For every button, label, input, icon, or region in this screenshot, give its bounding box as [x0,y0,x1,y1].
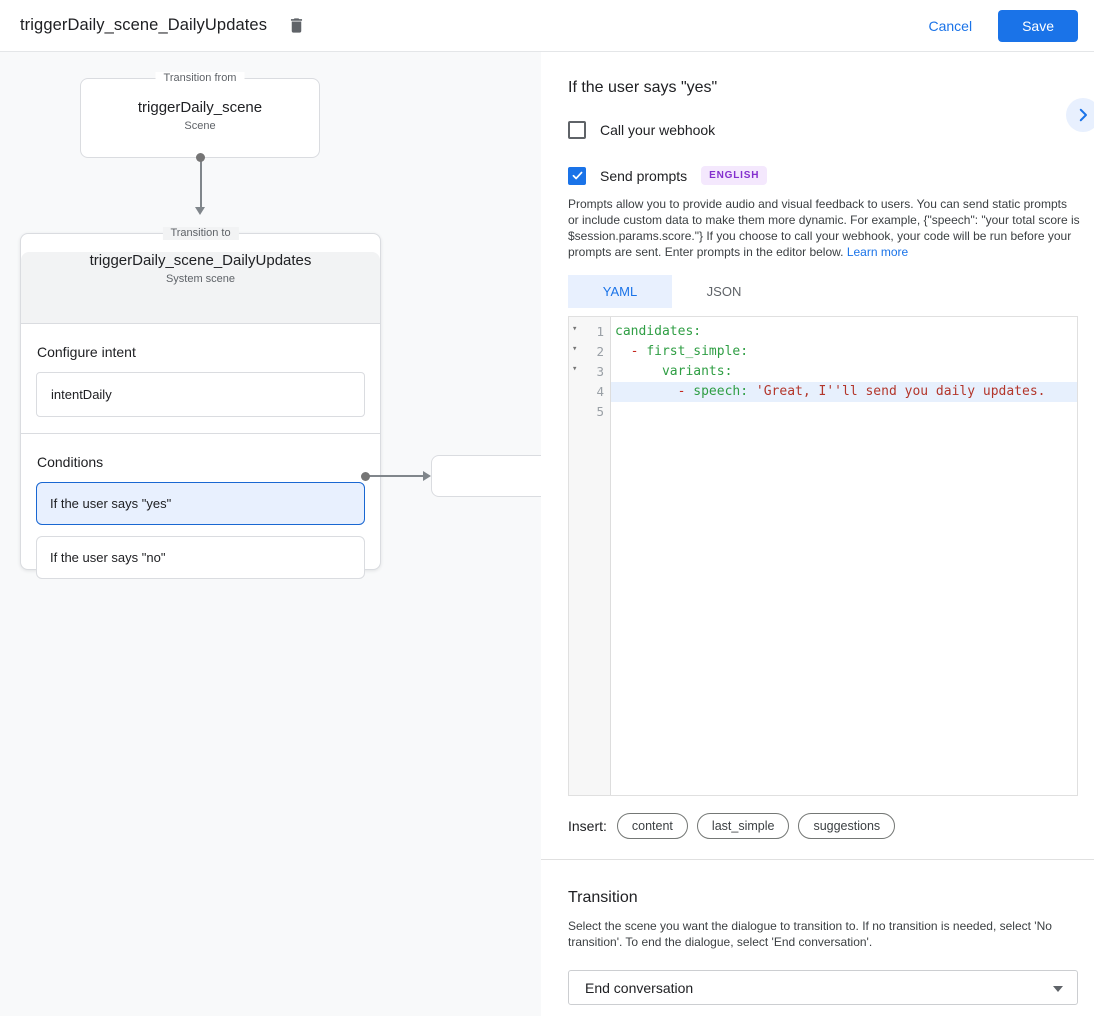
scene-canvas[interactable]: Transition from triggerDaily_scene Scene… [0,52,541,1016]
transition-section: Transition Select the scene you want the… [541,889,1094,1005]
code-line-4[interactable]: - speech: 'Great, I''ll send you daily u… [611,382,1077,402]
conditions-label: Conditions [37,454,104,470]
arrow-down-icon [195,207,205,215]
transition-heading: Transition [568,889,638,906]
transition-description: Select the scene you want the dialogue t… [568,919,1052,949]
line-number: 3 [596,364,604,379]
transition-select-value: End conversation [585,979,694,996]
dropdown-caret-icon [1053,986,1063,992]
line-number: 2 [596,344,604,359]
prompts-description: Prompts allow you to provide audio and v… [568,197,1080,259]
save-button[interactable]: Save [998,9,1078,42]
gutter-line-1[interactable]: ▾1 [569,322,610,342]
condition-item-1[interactable]: If the user says "no" [36,536,365,579]
connector-dot [196,153,205,162]
conditions-section: Conditions If the user says "yes"If the … [21,434,380,606]
call-webhook-checkbox[interactable] [568,121,586,139]
checkmark-icon [571,169,584,182]
gutter-line-4: 4 [569,382,610,402]
panel-divider [541,859,1094,860]
node-header: triggerDaily_scene_DailyUpdates System s… [21,252,380,324]
node-title: triggerDaily_scene_DailyUpdates [89,252,312,269]
insert-chip-last_simple[interactable]: last_simple [696,813,790,839]
editor-tabs: YAML JSON [568,275,1078,308]
node-transition-from[interactable]: Transition from triggerDaily_scene Scene [80,72,320,158]
transition-select[interactable]: End conversation [568,970,1078,1005]
code-line-1[interactable]: candidates: [615,324,702,339]
insert-row: Insert: content last_simple suggestions [568,813,1078,839]
line-number: 4 [596,384,604,399]
insert-chip-suggestions[interactable]: suggestions [798,813,896,839]
connector-dot [361,472,370,481]
node-subtitle: System scene [165,273,236,285]
cancel-button[interactable]: Cancel [928,17,973,34]
insert-label: Insert: [568,818,607,834]
gutter-line-2[interactable]: ▾2 [569,342,610,362]
editor-code[interactable]: candidates: - first_simple: variants: - … [611,317,1077,795]
send-prompts-checkbox[interactable] [568,166,586,185]
page-title: triggerDaily_scene_DailyUpdates [20,16,268,34]
line-number: 5 [596,404,604,419]
insert-chip-content[interactable]: content [616,813,688,839]
send-prompts-label: Send prompts [600,167,688,184]
code-line-3[interactable]: variants: [661,364,733,379]
intent-field[interactable]: intentDaily [36,372,365,417]
chevron-right-icon [1074,106,1092,124]
configure-intent-label: Configure intent [37,344,136,360]
code-line-2[interactable]: - first_simple: [630,344,749,359]
insert-chips: content last_simple suggestions [616,813,904,839]
condition-item-0[interactable]: If the user says "yes" [36,482,365,525]
conditions-list: If the user says "yes" If the user says "… [36,482,365,579]
webhook-row: Call your webhook [568,121,1078,139]
code-line-5[interactable] [611,402,1077,422]
gutter-line-3[interactable]: ▾3 [569,362,610,382]
top-bar: triggerDaily_scene_DailyUpdates Cancel S… [0,0,1094,52]
connector-line [200,157,202,207]
call-webhook-label: Call your webhook [600,122,716,138]
fold-arrow-icon[interactable]: ▾ [572,344,578,354]
section-divider [21,433,380,434]
collapse-panel-button[interactable] [1066,98,1094,132]
node-legend: Transition to [162,227,239,240]
node-next-scene[interactable] [431,455,541,497]
tab-json[interactable]: JSON [706,284,742,299]
trash-icon [287,16,306,35]
language-badge: ENGLISH [701,166,768,185]
topbar-actions: Cancel Save [928,9,1078,42]
line-number: 1 [596,324,604,339]
tab-yaml[interactable]: YAML [568,275,672,308]
send-prompts-row: Send prompts ENGLISH [568,166,1078,185]
panel-heading: If the user says "yes" [568,79,718,96]
fold-arrow-icon[interactable]: ▾ [572,324,578,334]
connector-line [366,475,423,477]
arrow-right-icon [423,471,431,481]
node-transition-to[interactable]: Transition to triggerDaily_scene_DailyUp… [20,227,381,579]
node-legend: Transition from [155,72,245,85]
learn-more-link[interactable]: Learn more [846,245,909,259]
configure-intent-section: Configure intent intentDaily [21,324,380,433]
node-title: triggerDaily_scene [137,99,263,116]
fold-arrow-icon[interactable]: ▾ [572,364,578,374]
gutter-line-5: 5 [569,402,610,422]
condition-detail-panel: If the user says "yes" Call your webhook… [541,52,1094,1016]
delete-scene-button[interactable] [283,12,310,39]
node-subtitle: Scene [184,120,216,132]
